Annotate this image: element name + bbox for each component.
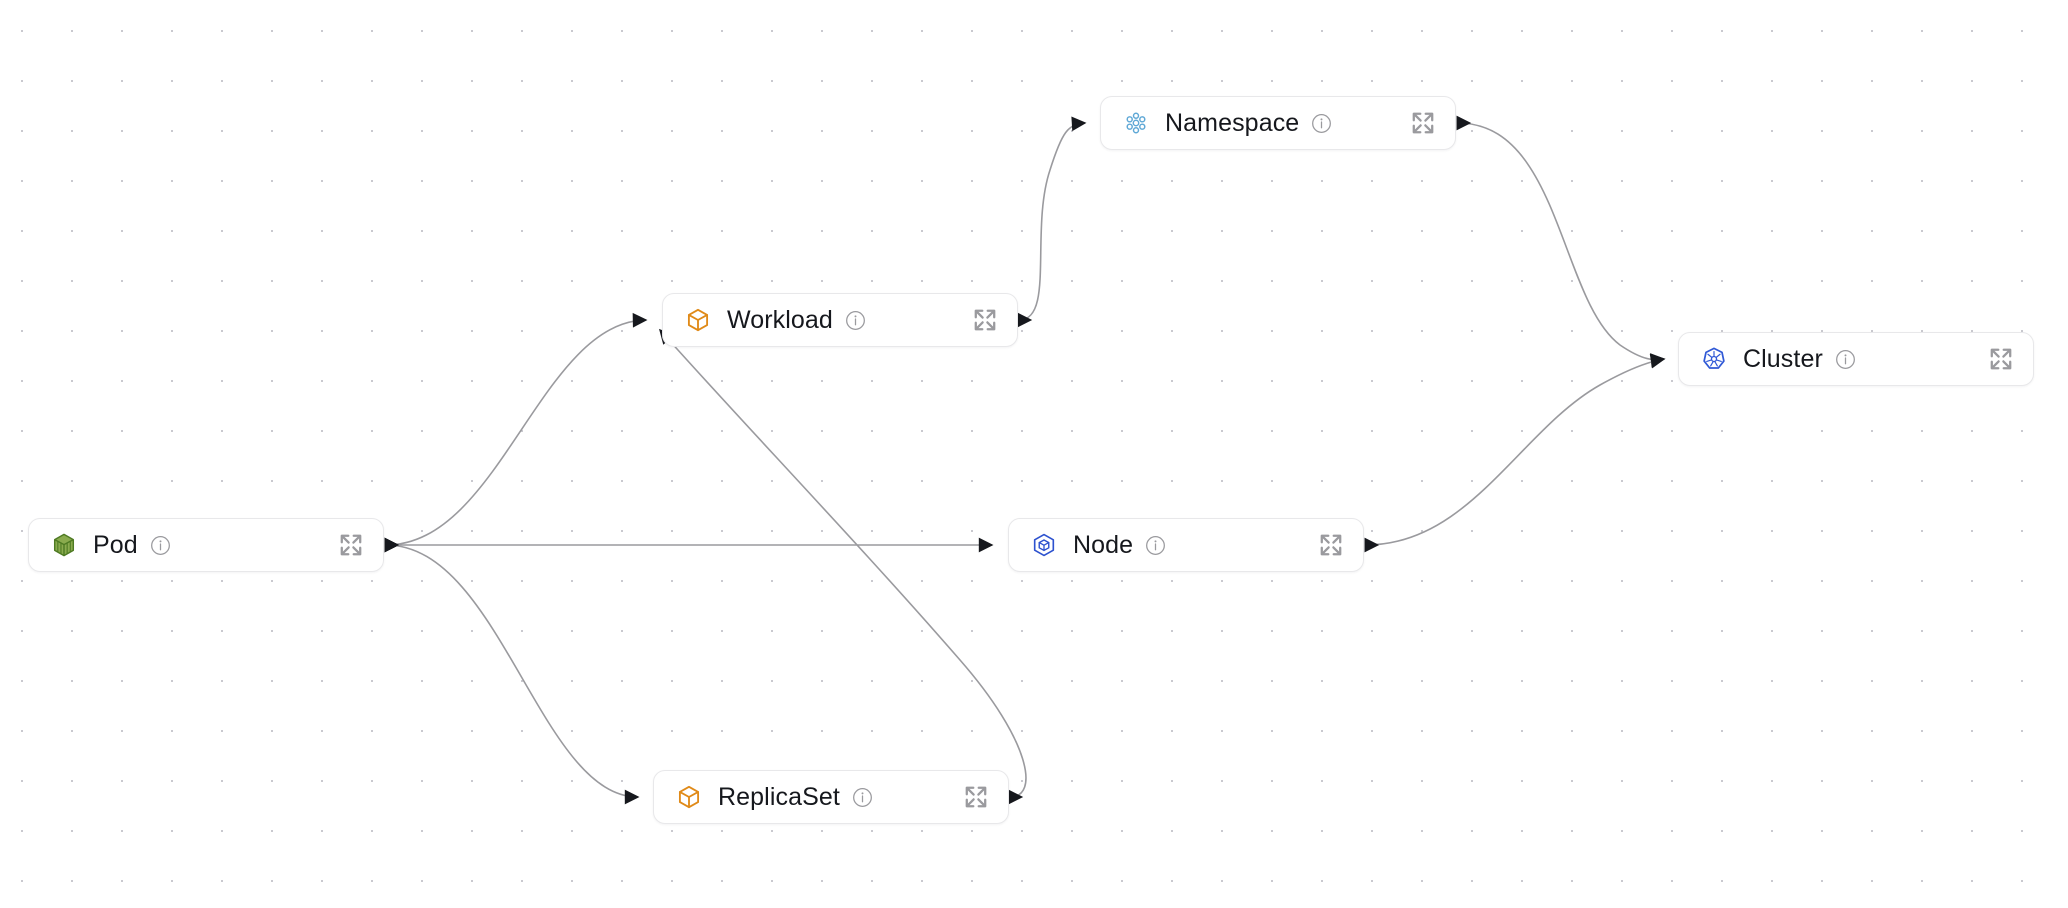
- kubernetes-wheel-icon: [1701, 346, 1727, 372]
- info-icon[interactable]: [1835, 349, 1856, 370]
- edge-namespace-cluster: [1456, 115, 1666, 368]
- graph-node-label: ReplicaSet: [718, 782, 840, 811]
- expand-icon[interactable]: [1317, 531, 1345, 559]
- workload-cube-icon: [685, 307, 711, 333]
- edge-pod-replicaset: [384, 537, 640, 805]
- info-icon[interactable]: [1145, 535, 1166, 556]
- graph-node-workload[interactable]: Workload: [662, 293, 1018, 347]
- graph-node-label: Cluster: [1743, 344, 1823, 373]
- graph-node-label: Node: [1073, 530, 1134, 559]
- graph-node-cluster[interactable]: Cluster: [1678, 332, 2034, 386]
- graph-node-label: Pod: [93, 530, 138, 559]
- edge-pod-workload: [384, 312, 648, 553]
- pod-cube-icon: [51, 532, 77, 558]
- graph-node-pod[interactable]: Pod: [28, 518, 384, 572]
- info-icon[interactable]: [150, 535, 171, 556]
- graph-node-namespace[interactable]: Namespace: [1100, 96, 1456, 150]
- graph-node-label: Namespace: [1165, 108, 1300, 137]
- info-icon[interactable]: [845, 310, 866, 331]
- expand-icon[interactable]: [1409, 109, 1437, 137]
- node-cube-icon: [1031, 532, 1057, 558]
- graph-node-node[interactable]: Node: [1008, 518, 1364, 572]
- expand-icon[interactable]: [1987, 345, 2015, 373]
- expand-icon[interactable]: [962, 783, 990, 811]
- info-icon[interactable]: [852, 787, 873, 808]
- replicaset-cube-icon: [676, 784, 702, 810]
- expand-icon[interactable]: [971, 306, 999, 334]
- info-icon[interactable]: [1311, 113, 1332, 134]
- edge-workload-namespace: [1017, 116, 1087, 328]
- namespace-dots-icon: [1123, 110, 1149, 136]
- edge-replicaset-workload: [659, 328, 1027, 805]
- graph-node-label: Workload: [727, 305, 833, 334]
- graph-node-replicaset[interactable]: ReplicaSet: [653, 770, 1009, 824]
- edge-node-cluster: [1364, 353, 1666, 553]
- expand-icon[interactable]: [337, 531, 365, 559]
